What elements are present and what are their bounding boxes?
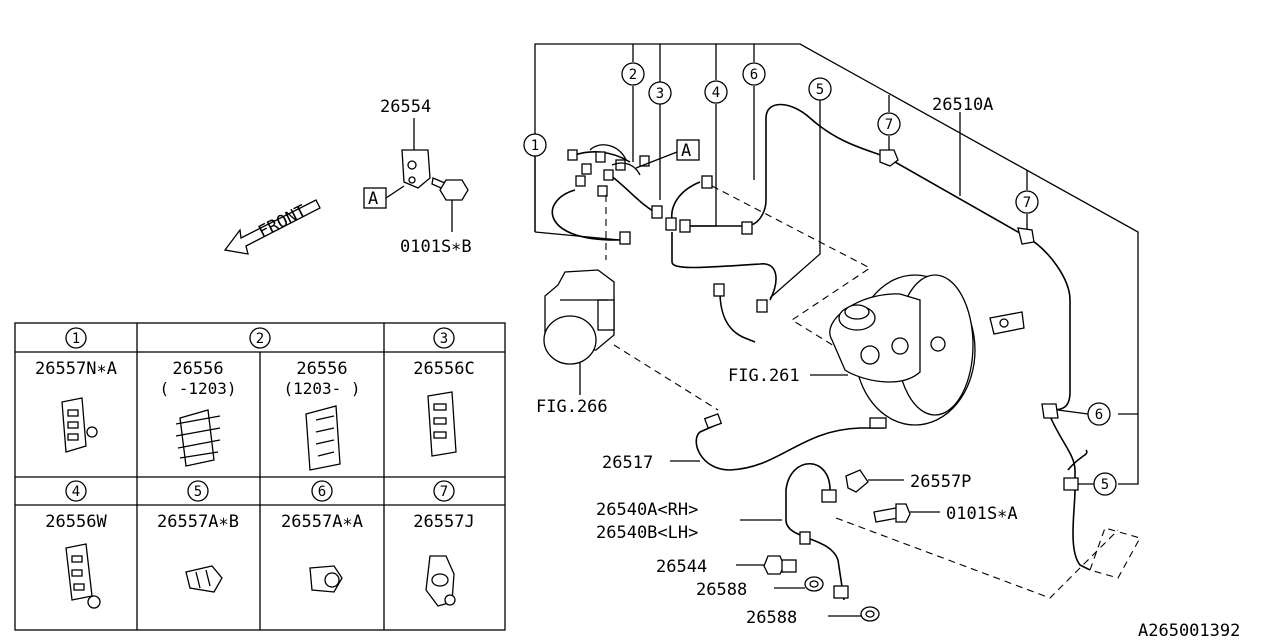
drawing-id: A265001392 xyxy=(1138,621,1240,640)
legend-26557AA: 26557A∗A xyxy=(281,512,363,532)
svg-text:4: 4 xyxy=(712,85,720,101)
svg-text:7: 7 xyxy=(440,484,448,500)
abs-hydraulic-unit: FIG.266 xyxy=(536,269,615,417)
bolt-0101SB: 0101S∗B xyxy=(400,177,472,257)
label-fig261: FIG.261 xyxy=(728,366,800,386)
svg-text:5: 5 xyxy=(1101,477,1109,493)
callout-6b: 6 xyxy=(1087,402,1111,426)
label-fig266: FIG.266 xyxy=(536,397,608,417)
callout-2: 2 xyxy=(621,62,645,86)
svg-text:7: 7 xyxy=(885,117,893,133)
legend-header-3: 3 xyxy=(433,327,455,349)
svg-text:3: 3 xyxy=(440,331,448,347)
legend-part-26557AB xyxy=(185,565,223,593)
callout-4: 4 xyxy=(704,80,728,104)
callout-7b: 7 xyxy=(1015,190,1039,214)
brake-pipe-assembly xyxy=(534,43,1139,571)
legend-header-6: 6 xyxy=(311,480,333,502)
svg-text:A: A xyxy=(681,141,691,161)
callout-6: 6 xyxy=(742,62,766,86)
washer-26588-lower: 26588 xyxy=(746,606,880,628)
bracket-26554: 26554 xyxy=(380,97,431,189)
svg-text:1: 1 xyxy=(531,138,539,154)
label-26544: 26544 xyxy=(656,557,707,577)
washer-26588-upper: 26588 xyxy=(696,576,824,600)
svg-text:5: 5 xyxy=(194,484,202,500)
svg-text:6: 6 xyxy=(1095,407,1103,423)
legend-26556-b: 26556 xyxy=(296,359,347,379)
legend-26556-a: 26556 xyxy=(172,359,223,379)
legend-26557AB: 26557A∗B xyxy=(157,512,239,532)
legend-part-26556W xyxy=(65,543,101,609)
ref-box-a-right: A xyxy=(635,139,700,169)
callout-3: 3 xyxy=(648,81,672,105)
dashed-reference-lines xyxy=(605,185,1141,599)
legend-part-26556C xyxy=(427,391,457,457)
label-26517: 26517 xyxy=(602,453,653,473)
label-26540A: 26540A<RH> xyxy=(596,500,698,520)
svg-text:4: 4 xyxy=(72,484,80,500)
svg-text:6: 6 xyxy=(318,484,326,500)
svg-text:3: 3 xyxy=(656,86,664,102)
legend-header-1: 1 xyxy=(65,327,87,349)
callout-5b: 5 xyxy=(1093,472,1117,496)
front-arrow: FRONT xyxy=(223,199,321,255)
brake-booster-master-cylinder: FIG.261 xyxy=(728,274,1025,426)
legend-header-5: 5 xyxy=(187,480,209,502)
front-label: FRONT xyxy=(255,201,310,242)
legend-table: 1 2 3 26557N∗A 26556 ( -1203) 26556 (120… xyxy=(14,322,506,631)
label-26557P: 26557P xyxy=(910,472,971,492)
label-26588-a: 26588 xyxy=(696,580,747,600)
ref-box-a-left: A xyxy=(363,185,405,209)
callout-1: 1 xyxy=(523,133,547,157)
legend-part-26556-a xyxy=(175,409,221,467)
label-26554: 26554 xyxy=(380,97,431,117)
bolt-0101SA: 0101S∗A xyxy=(873,503,1018,524)
legend-26556W: 26556W xyxy=(45,512,107,532)
legend-26557NA: 26557N∗A xyxy=(35,359,117,379)
svg-text:2: 2 xyxy=(256,331,264,347)
svg-text:2: 2 xyxy=(629,67,637,83)
legend-header-2: 2 xyxy=(249,327,271,349)
legend-part-26557AA xyxy=(309,565,343,593)
hose-26517: 26517 xyxy=(602,413,887,473)
legend-26556-b-range: (1203- ) xyxy=(283,379,360,398)
callout-7a: 7 xyxy=(877,112,901,136)
legend-26556-a-range: ( -1203) xyxy=(159,379,236,398)
label-26540B: 26540B<LH> xyxy=(596,523,698,543)
callout-5: 5 xyxy=(808,77,832,101)
svg-text:6: 6 xyxy=(750,67,758,83)
svg-text:5: 5 xyxy=(816,82,824,98)
legend-part-26556-b xyxy=(305,405,341,471)
bolt-26544: 26544 xyxy=(656,555,797,577)
label-26588-b: 26588 xyxy=(746,608,797,628)
svg-text:A: A xyxy=(368,189,378,209)
legend-header-7: 7 xyxy=(433,480,455,502)
hose-26540: 26540A<RH> 26540B<LH> xyxy=(596,463,849,601)
legend-header-4: 4 xyxy=(65,480,87,502)
svg-text:7: 7 xyxy=(1023,195,1031,211)
legend-part-26557NA xyxy=(61,397,98,453)
legend-26556C: 26556C xyxy=(413,359,474,379)
label-0101SB: 0101S∗B xyxy=(400,237,472,257)
legend-part-26557J xyxy=(425,555,456,607)
svg-text:1: 1 xyxy=(72,331,80,347)
label-0101SA: 0101S∗A xyxy=(946,504,1018,524)
clip-26557P: 26557P xyxy=(845,469,971,493)
label-26510A: 26510A xyxy=(932,95,993,115)
legend-26557J: 26557J xyxy=(413,512,474,532)
